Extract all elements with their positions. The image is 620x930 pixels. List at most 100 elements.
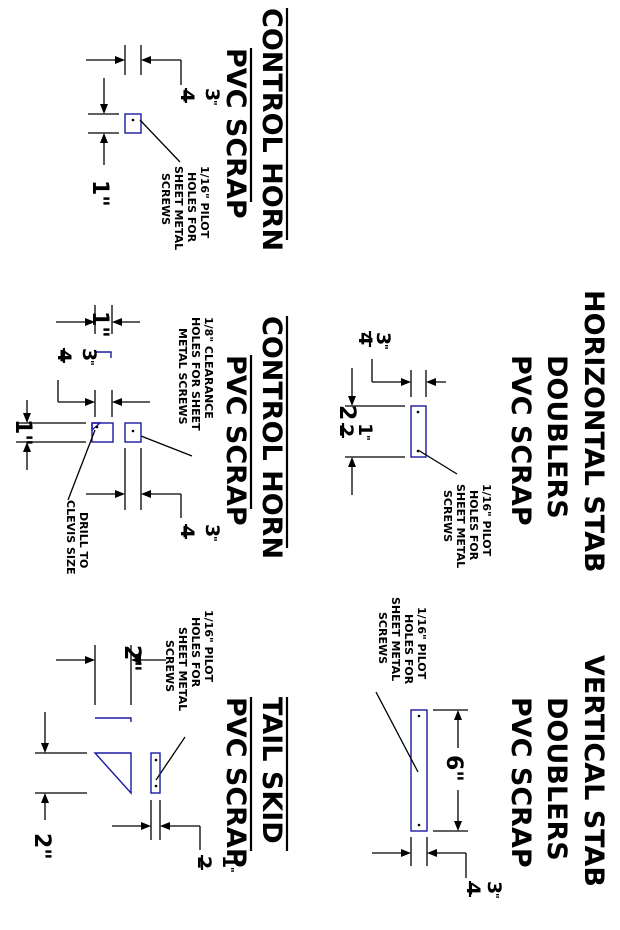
dimension-arrow <box>401 378 411 386</box>
control-horn-1-part <box>124 113 142 134</box>
dimension-arrow <box>115 56 125 64</box>
dimension-arrow <box>401 849 411 857</box>
horizontal-stab-note-line: HOLES FOR <box>467 490 480 561</box>
control-horn-2-part-b <box>124 422 142 443</box>
control-horn-2-material: PVC SCRAP <box>220 355 251 526</box>
tail-skid-title: TAIL SKID <box>256 697 287 844</box>
dimension-length: 1" <box>87 180 112 207</box>
vertical-stab-note-line: 1/16" PILOT <box>415 607 428 680</box>
pilot-hole <box>131 118 135 122</box>
clearance-hole <box>131 429 135 433</box>
dimension-numerator: 3 <box>372 332 394 345</box>
dimension-numerator: 1 <box>354 423 376 436</box>
dimension-arrow <box>112 318 122 326</box>
dimension-arrow <box>41 743 49 753</box>
control-horn-2-note-line: METAL SCREWS <box>176 328 189 425</box>
control-horn-1-group: CONTROL HORN PVC SCRAP 1/16" PILOT HOLES… <box>86 8 289 251</box>
dimension-denominator: 4 <box>176 89 198 102</box>
horizontal-stab-note-line: SHEET METAL <box>454 484 467 568</box>
control-horn-2-note-line: 1/8" CLEARANCE <box>202 317 215 419</box>
vertical-stab-subtitle: DOUBLERS <box>541 697 572 861</box>
horizontal-stab-title: HORIZONTAL STAB <box>578 290 609 573</box>
dimension-arrow <box>23 442 31 452</box>
clevis-hole <box>95 425 99 429</box>
dimension-arrow <box>112 398 122 406</box>
tail-skid-material: PVC SCRAP <box>220 697 251 868</box>
dimension-arrow <box>85 398 95 406</box>
pilot-hole <box>417 714 421 718</box>
dimension-arrow <box>85 656 95 664</box>
dimension-arrow <box>23 413 31 423</box>
leader-line <box>155 736 186 781</box>
dimension-top: 2" <box>119 645 144 672</box>
control-horn-1-note-line: 1/16" PILOT <box>198 166 211 239</box>
control-horn-1-note-line: SHEET METAL <box>172 166 185 250</box>
dimension-arrow <box>100 104 108 114</box>
dimension-unit: " <box>223 867 236 873</box>
dimension-arrow <box>141 56 151 64</box>
control-horn-2-note-line: HOLES FOR SHEET <box>189 317 202 431</box>
dimension-arrow <box>41 793 49 803</box>
dimension-denominator: 4 <box>53 349 75 362</box>
dimension-denominator: 4 <box>176 525 198 538</box>
dimension-whole: 2 <box>334 405 359 420</box>
vertical-stab-title: VERTICAL STAB <box>578 655 609 887</box>
dimension-arrow <box>85 318 95 326</box>
dimension-length: 6" <box>441 755 466 782</box>
tail-skid-doubler-part <box>150 752 161 794</box>
dimension-denominator: 2 <box>193 856 215 869</box>
dimension-arrow <box>141 822 151 830</box>
tail-skid-note-line: 1/16" PILOT <box>202 610 215 683</box>
dimension-arrow <box>454 821 462 831</box>
dimension-arrow <box>454 710 462 720</box>
dimension-numerator: 3 <box>78 348 100 361</box>
horizontal-stab-material: PVC SCRAP <box>505 355 536 526</box>
dimension-numerator: 3 <box>201 88 223 101</box>
dimension-unit: " <box>83 360 96 366</box>
tail-skid-note-line: SHEET METAL <box>176 627 189 711</box>
vertical-stab-material: PVC SCRAP <box>505 697 536 868</box>
dimension-numerator: 3 <box>483 881 505 894</box>
horizontal-stab-subtitle: DOUBLERS <box>541 355 572 519</box>
pilot-hole <box>154 758 158 762</box>
control-horn-1-title: CONTROL HORN <box>256 8 287 251</box>
control-horn-2-note2-line: DRILL TO <box>77 512 90 568</box>
leader-line <box>140 435 193 457</box>
dimension-unit: " <box>359 435 372 441</box>
control-horn-2-group: CONTROL HORN PVC SCRAP 1/8" CLEARANCE HO… <box>10 305 289 574</box>
control-horn-2-edge-view <box>95 351 112 358</box>
dimension-arrow <box>427 849 437 857</box>
dimension-unit: " <box>488 893 501 899</box>
dimension-numerator: 3 <box>201 524 223 537</box>
vertical-stab-note-line: HOLES FOR <box>402 614 415 685</box>
pilot-hole <box>416 410 420 414</box>
dimension-arrow <box>160 822 170 830</box>
dimension-unit: " <box>206 536 219 542</box>
vertical-stab-note-line: SCREWS <box>376 612 389 664</box>
horizontal-stab-note-line: 1/16" PILOT <box>480 484 493 557</box>
control-horn-1-note-line: HOLES FOR <box>185 172 198 243</box>
control-horn-2-title: CONTROL HORN <box>256 316 287 559</box>
horizontal-stab-note-line: SCREWS <box>441 490 454 542</box>
leader-line <box>417 449 458 475</box>
dimension-denominator: 2 <box>335 424 357 437</box>
dimension-denominator: 4 <box>354 332 376 345</box>
dimension-arrow <box>426 378 436 386</box>
control-horn-2-part-a <box>91 422 114 443</box>
dimension-side: 1" <box>10 419 35 446</box>
tail-skid-group: TAIL SKID PVC SCRAP 1/16" PILOT HOLES FO… <box>29 610 289 873</box>
tail-skid-triangle-part <box>93 752 132 795</box>
dimension-unit: " <box>206 100 219 106</box>
horizontal-stab-group: HORIZONTAL STAB DOUBLERS PVC SCRAP 1/16"… <box>334 290 609 573</box>
vertical-stab-group: VERTICAL STAB DOUBLERS PVC SCRAP 1/16" P… <box>372 597 609 899</box>
tail-skid-note-line: SCREWS <box>163 640 176 692</box>
pilot-hole <box>154 784 158 788</box>
control-horn-2-note2-line: CLEVIS SIZE <box>64 500 77 574</box>
dimension-numerator: 1 <box>218 855 240 868</box>
dimension-arrow <box>115 490 125 498</box>
horizontal-stab-doubler-part <box>410 405 427 458</box>
dimension-arrow <box>348 396 356 406</box>
control-horn-1-note-line: SCREWS <box>159 173 172 225</box>
dimension-top: 1" <box>87 311 112 338</box>
dimension-arrow <box>141 490 151 498</box>
